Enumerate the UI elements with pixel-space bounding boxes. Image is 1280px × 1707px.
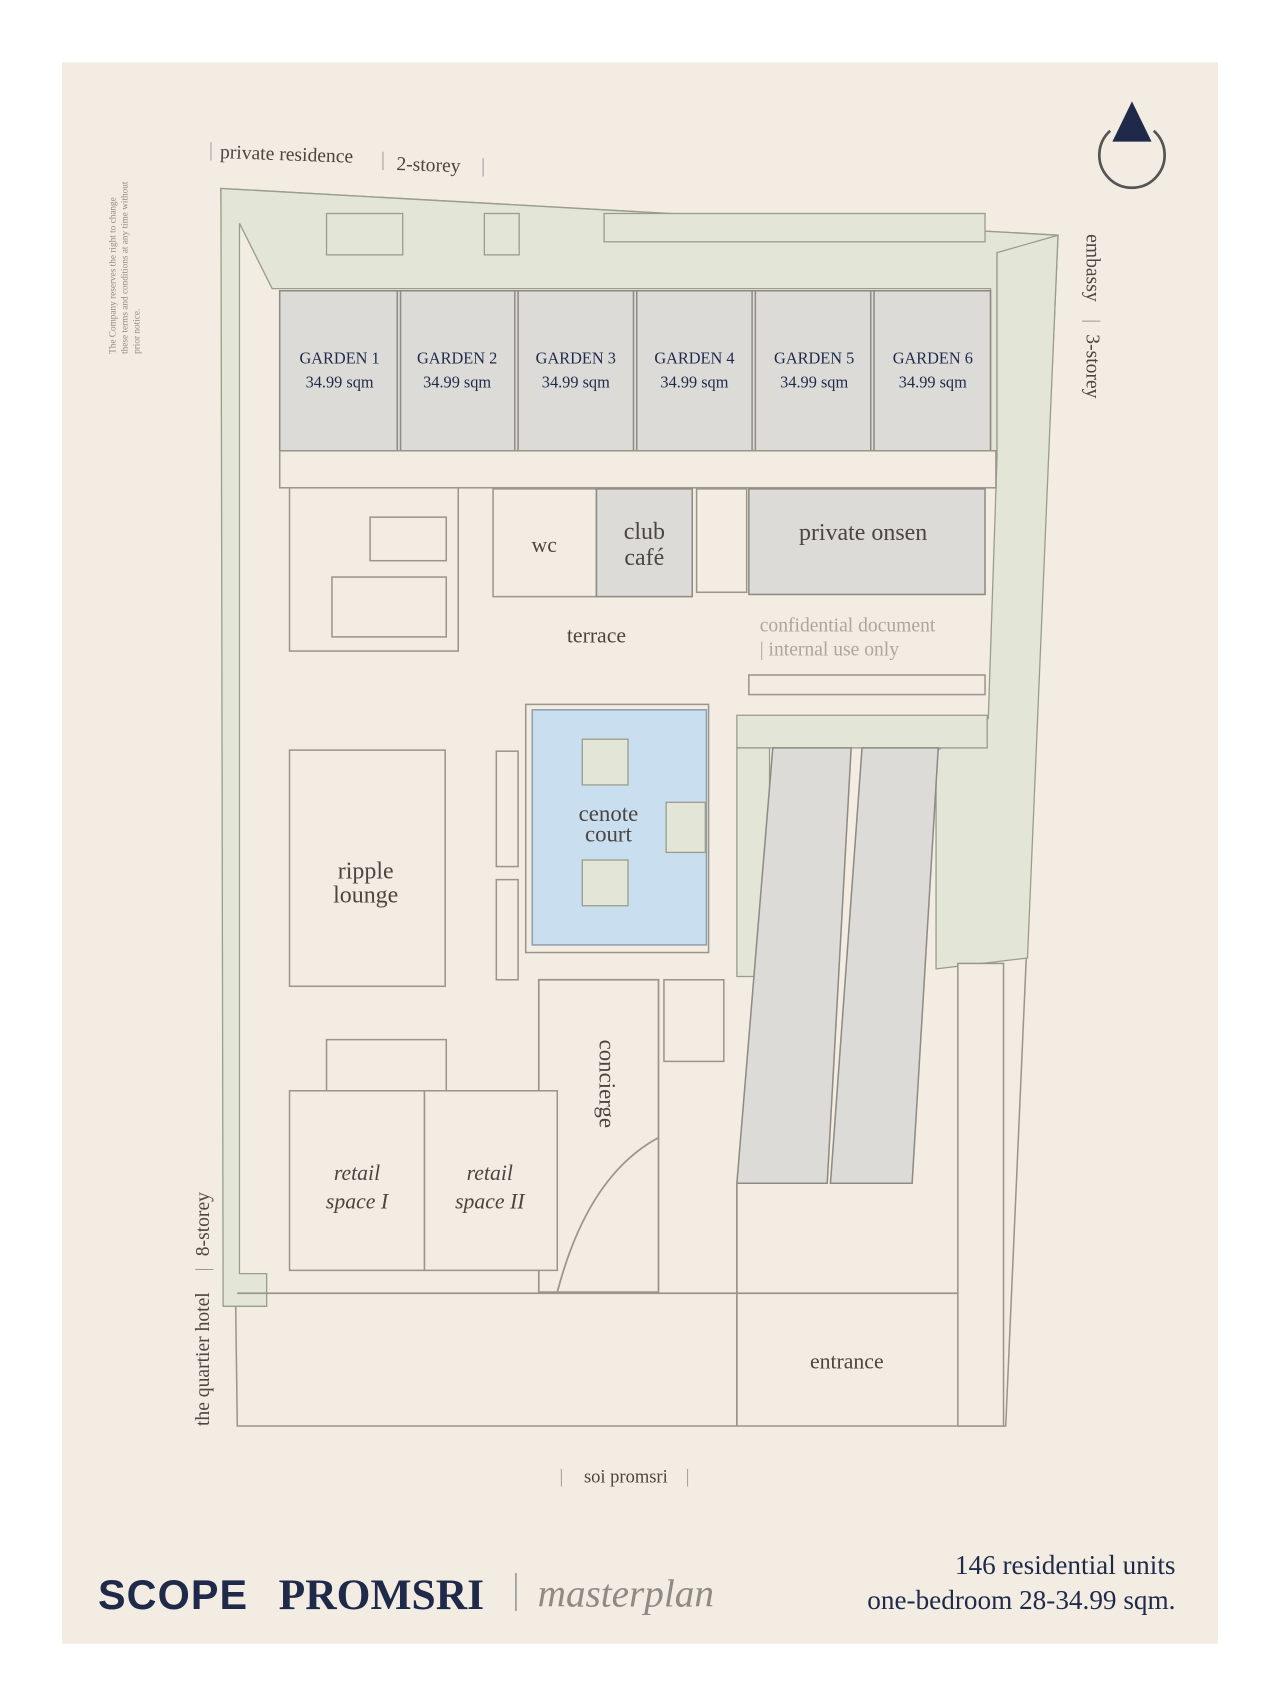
lift [369,516,448,562]
stairs [331,576,448,638]
svg-text:|: | [481,156,485,177]
retail-2-label: space II [455,1189,526,1213]
corridor [278,450,997,489]
parking-ramp [736,747,852,1185]
svg-text:GARDEN 2: GARDEN 2 [417,349,497,368]
neighbor-top: | private residence | 2-storey | [209,140,485,177]
disclaimer-line: The Company reserves the right to change [108,197,118,354]
stairs [663,978,725,1063]
svg-text:34.99 sqm: 34.99 sqm [780,373,848,392]
garden-unit[interactable]: GARDEN 6 34.99 sqm [873,290,992,452]
road-label: | soi promsri | [559,1468,689,1488]
private-onsen-room [748,488,986,596]
neighbor-name: private residence [220,142,354,168]
parking-ramp [829,747,940,1185]
neighbor-left: the quartier hotel | 8-storey [193,1192,214,1426]
watermark-line: | internal use only [760,639,900,660]
svg-text:34.99 sqm: 34.99 sqm [899,373,967,392]
planter [581,859,629,907]
retail-1-label: space I [326,1189,390,1213]
cenote-court-label: cenote [579,801,639,826]
planter [665,801,706,854]
entrance-label: entrance [810,1349,884,1373]
planter [603,212,986,243]
neighbor-storeys: 8-storey [193,1192,214,1256]
disclaimer: The Company reserves the right to change… [108,181,142,354]
svg-text:|: | [209,140,213,161]
north-arrow-icon [1097,101,1166,190]
private-onsen-label: private onsen [799,520,927,546]
neighbor-name: the quartier hotel [193,1292,214,1426]
footer: SCOPE PROMSRI masterplan 146 residential… [98,1550,1176,1619]
landscape-east [935,234,1059,970]
driveway-edge [957,962,1005,1427]
project-name: PROMSRI [279,1571,484,1619]
concierge-label: concierge [595,1040,620,1128]
retail-space-2[interactable] [423,1090,559,1272]
brand-logo: SCOPE [98,1572,248,1618]
neighbor-storeys: 2-storey [396,154,461,177]
planter [736,714,988,749]
svg-text:34.99 sqm: 34.99 sqm [660,373,728,392]
svg-text:|: | [559,1468,563,1488]
club-cafe-room [595,488,694,598]
road-name: soi promsri [584,1468,668,1488]
watermark: confidential document | internal use onl… [760,615,936,660]
svg-text:|: | [1081,319,1102,323]
neighbor-storeys: 3-storey [1081,334,1102,398]
cenote-court-label: court [585,822,633,847]
neighbor-right: embassy | 3-storey [1081,234,1102,399]
retail-space-1[interactable] [288,1090,426,1272]
ripple-lounge-label: ripple [338,859,394,885]
wc-label: wc [532,533,557,557]
svg-text:34.99 sqm: 34.99 sqm [306,373,374,392]
service-box [325,1038,448,1095]
svg-text:34.99 sqm: 34.99 sqm [423,373,491,392]
entry-curve [556,1136,659,1293]
subtitle: masterplan [538,1573,714,1616]
bench [495,878,519,981]
planter [483,212,520,256]
club-cafe-label: club [624,519,665,545]
garden-unit[interactable]: GARDEN 5 34.99 sqm [754,290,872,452]
svg-text:GARDEN 4: GARDEN 4 [654,349,734,368]
terrace-label: terrace [567,623,626,647]
disclaimer-line: prior notice. [132,309,142,354]
garden-units: GARDEN 1 34.99 sqm GARDEN 2 34.99 sqm GARD… [278,290,992,452]
svg-text:GARDEN 3: GARDEN 3 [536,349,616,368]
retail-1-label: retail [334,1161,380,1185]
bench [495,750,519,868]
svg-text:|: | [381,150,385,171]
units-count: 146 residential units [955,1550,1176,1580]
svg-text:34.99 sqm: 34.99 sqm [542,373,610,392]
garden-unit[interactable]: GARDEN 4 34.99 sqm [635,290,753,452]
ripple-lounge-label: lounge [333,882,398,908]
garden-unit[interactable]: GARDEN 3 34.99 sqm [517,290,635,452]
stair-core [695,488,748,594]
garden-unit[interactable]: GARDEN 1 34.99 sqm [278,290,399,452]
wc-room [492,488,598,598]
svg-text:GARDEN 6: GARDEN 6 [893,349,973,368]
planter [581,738,629,786]
club-cafe-label: café [624,545,664,571]
svg-text:|: | [193,1268,214,1272]
svg-text:GARDEN 1: GARDEN 1 [299,349,379,368]
unit-type: one-bedroom 28-34.99 sqm. [867,1585,1175,1615]
ripple-lounge-room [288,749,446,988]
garden-unit[interactable]: GARDEN 2 34.99 sqm [399,290,516,452]
planter [325,212,404,256]
svg-text:|: | [686,1468,690,1488]
svg-text:GARDEN 5: GARDEN 5 [774,349,854,368]
watermark-line: confidential document [760,615,936,636]
railing [748,674,986,696]
neighbor-name: embassy [1081,234,1102,302]
disclaimer-line: these terms and conditions at any time w… [120,181,130,354]
retail-2-label: retail [467,1161,513,1185]
